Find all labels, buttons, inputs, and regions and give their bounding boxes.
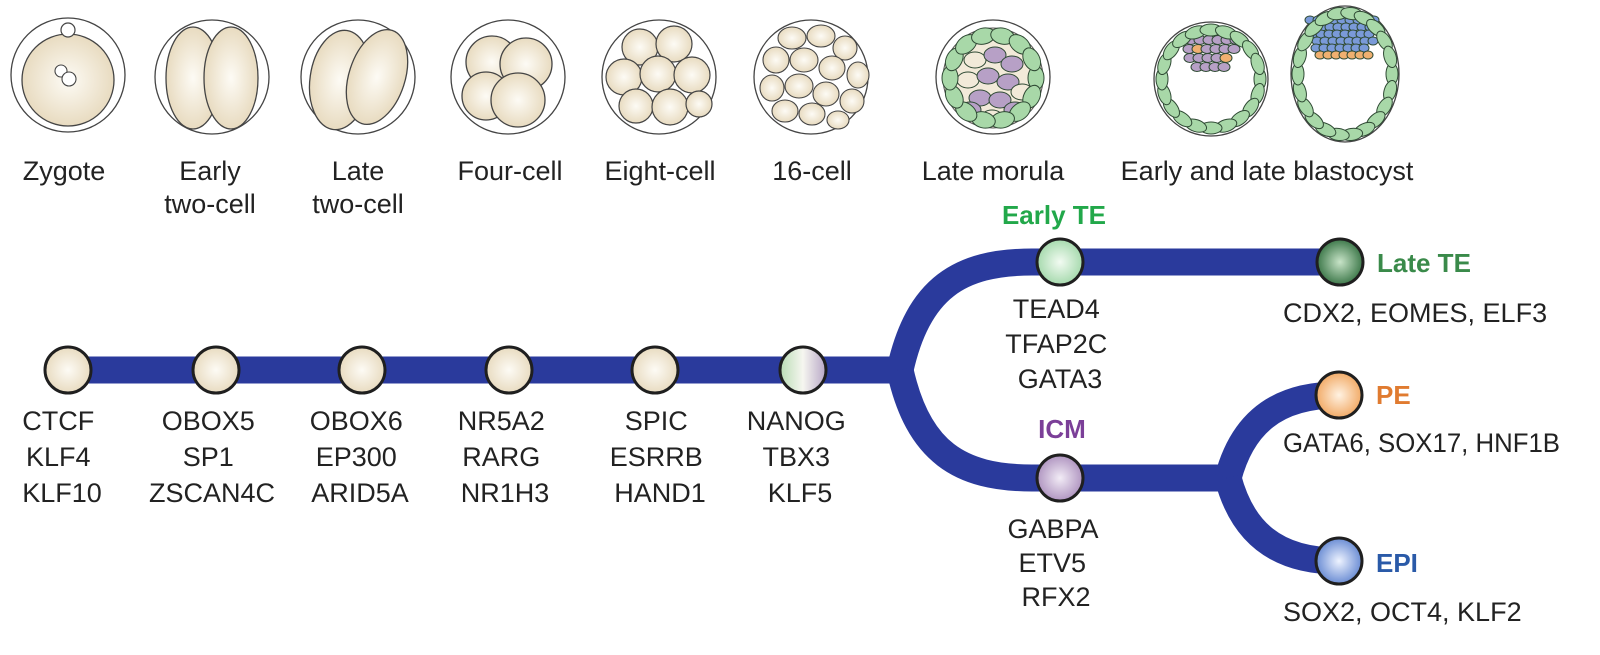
four-cell-embryo (450, 19, 566, 135)
genes-late-te: CDX2, EOMES, ELF3 (1283, 298, 1547, 328)
embryo-illustrations (10, 5, 1400, 143)
te-cell (1022, 47, 1042, 72)
early-two-cell-embryo (154, 19, 270, 135)
genes-pe: GATA6, SOX17, HNF1B (1283, 428, 1560, 458)
16-cell-embryo (753, 19, 870, 135)
icm-cell (1000, 55, 1024, 73)
pe-cell (1362, 50, 1374, 60)
zygote-embryo (10, 17, 126, 133)
lineage-name-early-te: Early TE (1002, 200, 1106, 230)
node-early-te (1035, 237, 1085, 287)
genes-early-two-cell: OBOX5 SP1 ZSCAN4C (149, 406, 275, 508)
genes-zygote: CTCF KLF4 KLF10 (22, 406, 102, 508)
icm-cell (963, 51, 987, 69)
genes-early-te: TEAD4 TFAP2C GATA3 (1005, 294, 1115, 394)
stage-label-zygote: Zygote (23, 156, 106, 186)
genes-epi: SOX2, OCT4, KLF2 (1283, 597, 1522, 627)
lineage-name-epi: EPI (1376, 548, 1418, 578)
eight-cell-embryo (601, 19, 717, 135)
icm-cell (996, 73, 1020, 91)
te-cell (1383, 45, 1398, 68)
stage-label-four-cell: Four-cell (457, 156, 562, 186)
icm-branch-path (886, 366, 1228, 492)
node-early-two-cell (191, 345, 241, 395)
stage-label-blastocyst: Early and late blastocyst (1121, 156, 1414, 186)
genes-16-cell: NANOG TBX3 KLF5 (747, 406, 854, 508)
late-two-cell-embryo (300, 19, 416, 135)
genes-eight-cell: SPIC ESRRB HAND1 (610, 406, 711, 508)
icm-cell (1217, 62, 1231, 72)
stage-label-eight-cell: Eight-cell (604, 156, 715, 186)
node-16-cell (778, 345, 828, 395)
te-branch-path (886, 248, 1345, 374)
late-blastocyst-embryo (1290, 5, 1400, 143)
node-pe (1314, 370, 1364, 420)
lineage-nodes (43, 237, 1365, 586)
genes-icm: GABPA ETV5 RFX2 (1007, 514, 1104, 612)
stage-label-16-cell: 16-cell (772, 156, 852, 186)
icm-cell (1227, 44, 1241, 54)
node-icm (1035, 453, 1085, 503)
lineage-labels: Early TE TEAD4 TFAP2C GATA3 Late TE CDX2… (1002, 200, 1560, 627)
early-blastocyst-embryo (1153, 21, 1269, 137)
icm-cell (956, 71, 980, 89)
genes-four-cell: NR5A2 RARG NR1H3 (458, 406, 553, 508)
lineage-name-late-te: Late TE (1377, 248, 1471, 278)
stage-label-late-morula: Late morula (922, 156, 1066, 186)
icm-cell (1219, 53, 1233, 63)
lineage-name-icm: ICM (1038, 414, 1086, 444)
icm-cell (976, 67, 1000, 85)
late-morula-embryo (935, 19, 1051, 135)
genes-late-two-cell: OBOX6 EP300 ARID5A (310, 406, 411, 508)
lineage-name-pe: PE (1376, 380, 1411, 410)
trunk-gene-labels: CTCF KLF4 KLF10 OBOX5 SP1 ZSCAN4C OBOX6 … (22, 406, 854, 508)
node-four-cell (484, 345, 534, 395)
icm-cell (983, 46, 1007, 64)
te-cell (1250, 52, 1265, 76)
node-zygote (43, 345, 93, 395)
node-epi (1314, 536, 1364, 586)
node-late-te (1315, 237, 1365, 287)
node-eight-cell (630, 345, 680, 395)
node-late-two-cell (337, 345, 387, 395)
icm-cell (988, 91, 1012, 109)
